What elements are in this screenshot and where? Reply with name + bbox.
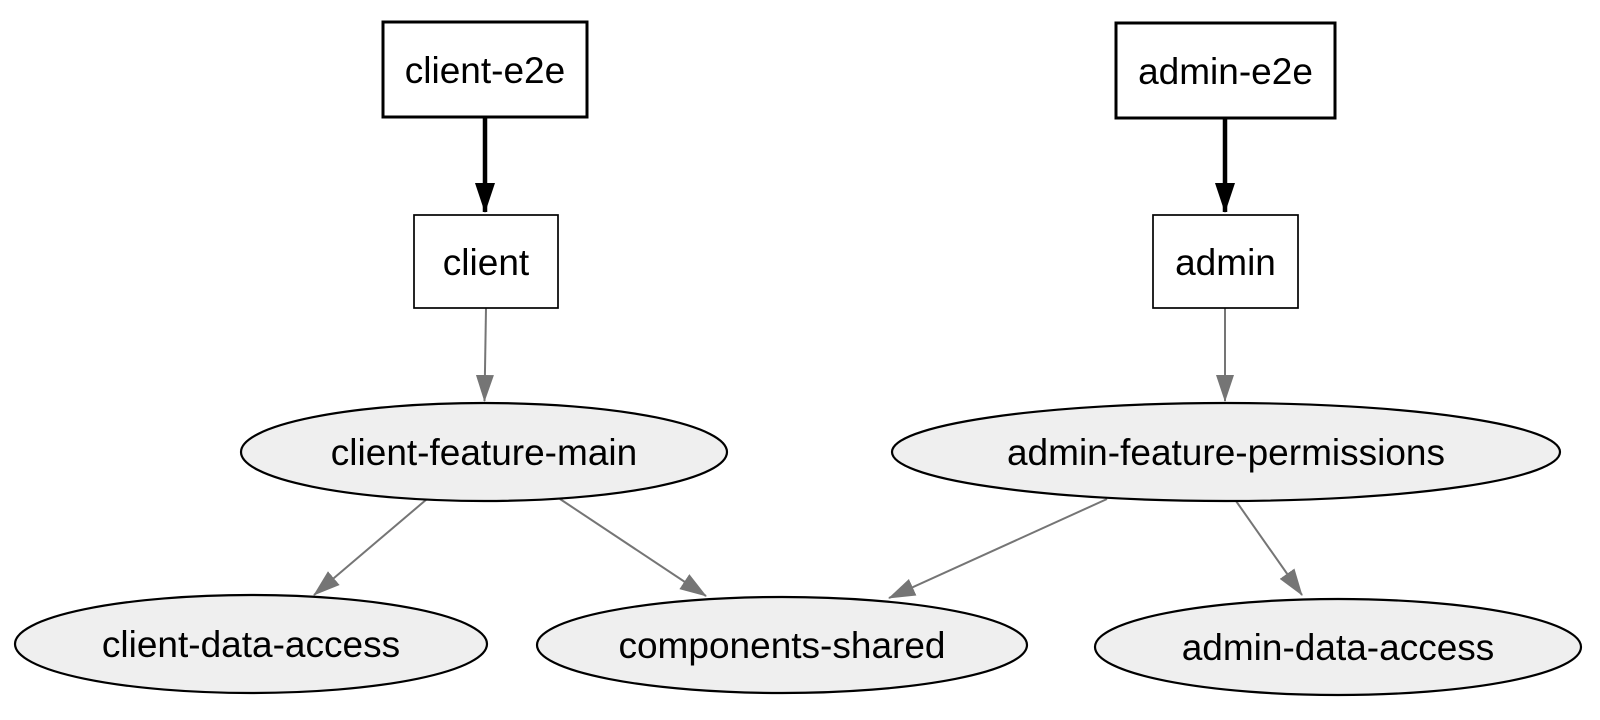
node-client-data-access: client-data-access [13,593,489,695]
node-admin-feature-permissions: admin-feature-permissions [890,401,1562,503]
node-admin: admin [1152,214,1299,309]
edge-admin-feature-permissions-to-components-shared [888,498,1108,599]
node-client-e2e: client-e2e [381,20,589,119]
node-admin-data-access: admin-data-access [1093,597,1583,697]
edges-layer [313,115,1303,599]
node-components-shared: components-shared [535,595,1029,695]
node-client-label: client [443,242,530,283]
node-client-feature-main-ellipse [239,401,729,503]
node-client-feature-main-label: client-feature-main [331,432,637,473]
node-components-shared-label: components-shared [618,625,945,666]
node-admin-data-access-ellipse [1093,597,1583,697]
node-client-box [413,214,559,309]
node-client-feature-main: client-feature-main [239,401,729,503]
node-client-e2e-box [381,20,589,119]
edge-client-to-client-feature-main [475,307,494,402]
node-admin-data-access-label: admin-data-access [1182,627,1495,668]
edge-client-feature-main-to-client-data-access [313,498,428,596]
edge-client-feature-main-to-components-shared [559,498,707,597]
edge-admin-feature-permissions-to-admin-data-access [1235,500,1303,596]
node-components-shared-ellipse [535,595,1029,695]
node-admin-label: admin [1175,242,1276,283]
node-client-data-access-ellipse [13,593,489,695]
node-admin-e2e-box [1114,21,1337,120]
node-admin-e2e: admin-e2e [1114,21,1337,120]
node-admin-box [1152,214,1299,309]
node-admin-e2e-label: admin-e2e [1138,51,1313,92]
node-client-data-access-label: client-data-access [102,624,400,665]
node-admin-feature-permissions-label: admin-feature-permissions [1007,432,1445,473]
node-client: client [413,214,559,309]
node-client-e2e-label: client-e2e [405,50,565,91]
node-admin-feature-permissions-ellipse [890,401,1562,503]
